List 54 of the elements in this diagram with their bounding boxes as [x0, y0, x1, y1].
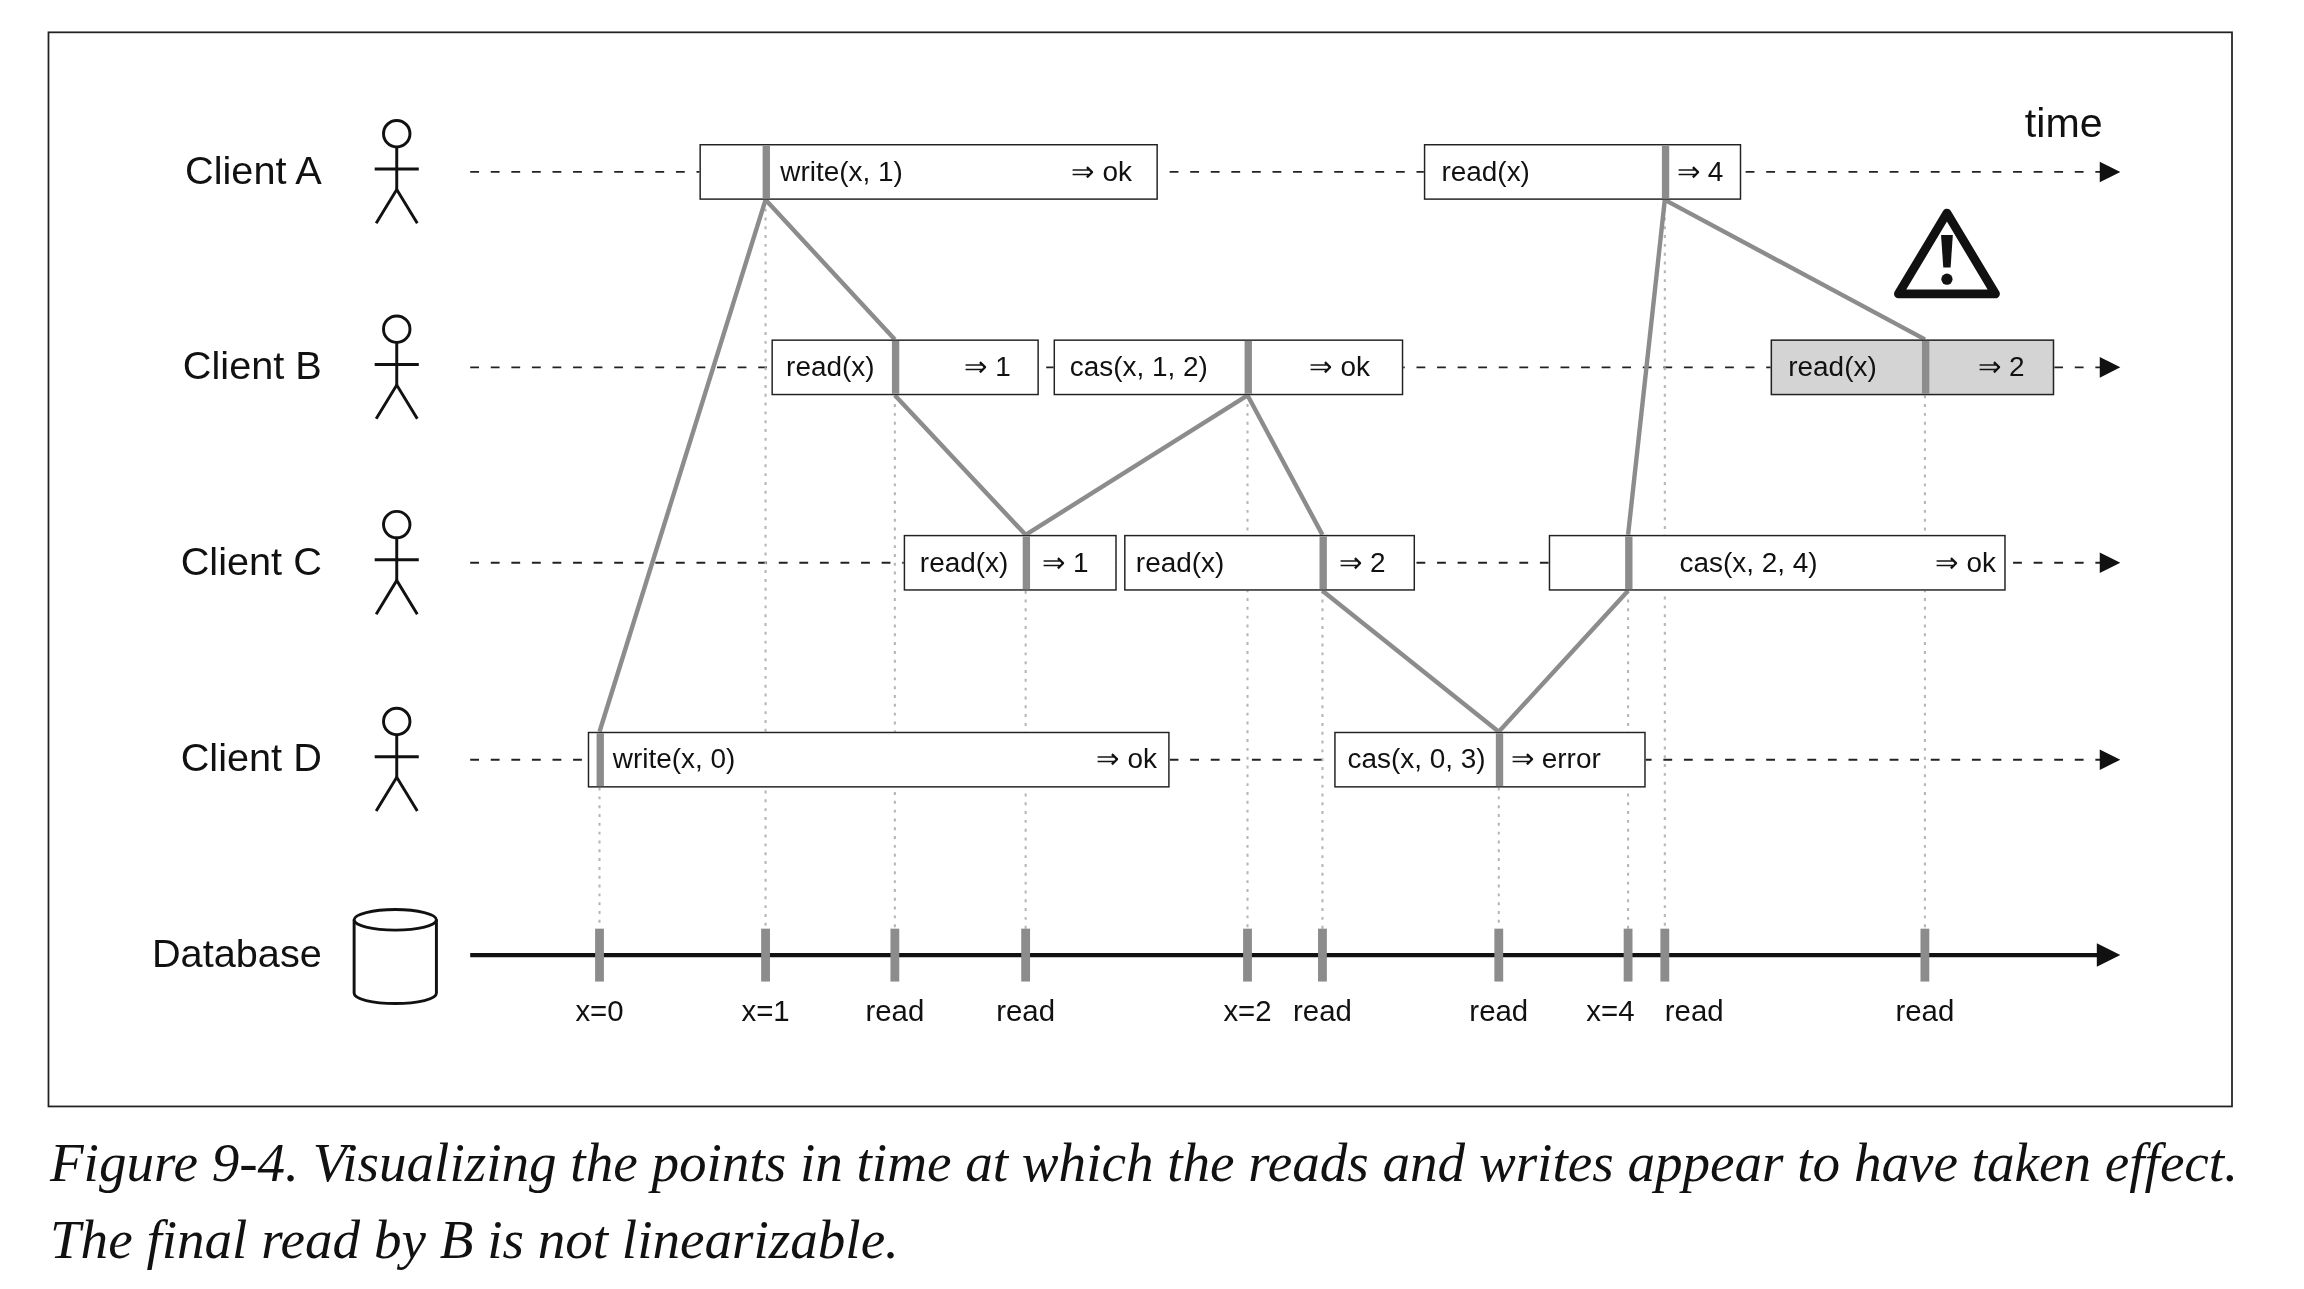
- tick-label: read: [1895, 993, 1955, 1029]
- operation-text: cas(x, 1, 2): [1069, 350, 1208, 385]
- tick-label: x=1: [741, 993, 790, 1029]
- operation-box: [1053, 339, 1404, 396]
- tick-label: x=0: [575, 993, 624, 1029]
- operation-text: read(x): [1135, 545, 1225, 580]
- operation-text: cas(x, 2, 4): [1679, 545, 1818, 580]
- connector-line: [597, 199, 768, 733]
- tick-label: x=2: [1223, 993, 1272, 1029]
- operation-box: [1548, 534, 2006, 591]
- operation-box: [903, 534, 1117, 591]
- operation-box: [1124, 534, 1415, 591]
- axis-label: time: [2024, 99, 2103, 147]
- tick-label: x=4: [1586, 993, 1635, 1029]
- operation-box: [1770, 339, 2055, 396]
- operation-box: [699, 144, 1158, 200]
- operation-box: [1423, 144, 1742, 200]
- client-label: Database: [151, 930, 322, 978]
- operation-box: [1334, 731, 1646, 788]
- result-text: ⇒ 1: [963, 350, 1011, 385]
- client-label: Client C: [180, 537, 322, 585]
- connector-line: [893, 393, 1028, 537]
- operation-text: read(x): [919, 545, 1009, 580]
- client-label: Client A: [185, 146, 322, 194]
- tick-label: read: [865, 993, 925, 1029]
- operation-text: write(x, 0): [612, 742, 736, 777]
- operation-text: write(x, 1): [780, 154, 903, 189]
- result-text: ⇒ ok: [1309, 350, 1370, 385]
- connector-line: [1497, 589, 1630, 734]
- connector-line: [1024, 393, 1249, 537]
- client-label: Client D: [180, 734, 322, 782]
- result-text: ⇒ 2: [1338, 545, 1386, 580]
- figure-caption: Figure 9-4. Visualizing the points in time at which the reads and writes appear to have taken effect. The final read by B is not linearizable.: [49, 1131, 2239, 1272]
- result-text: ⇒ ok: [1096, 742, 1157, 777]
- operation-text: read(x): [1441, 154, 1530, 189]
- operation-text: cas(x, 0, 3): [1347, 742, 1486, 777]
- client-label: Client B: [182, 342, 322, 390]
- operation-text: read(x): [1788, 350, 1877, 385]
- tick-label: read: [996, 993, 1056, 1029]
- operation-text: read(x): [786, 350, 875, 385]
- result-text: ⇒ 4: [1676, 154, 1724, 189]
- tick-label: read: [1293, 993, 1352, 1029]
- connector-line: [1245, 394, 1325, 536]
- connector-line: [1625, 199, 1667, 536]
- result-text: ⇒ ok: [1071, 154, 1132, 189]
- result-text: ⇒ ok: [1935, 545, 1996, 580]
- tick-label: read: [1469, 993, 1529, 1029]
- result-text: ⇒ 2: [1977, 350, 2025, 385]
- tick-label: read: [1664, 993, 1724, 1029]
- operation-box: [587, 731, 1170, 788]
- connector-line: [763, 198, 897, 341]
- operation-box: [771, 339, 1039, 396]
- result-text: ⇒ 1: [1041, 545, 1089, 580]
- result-text: ⇒ error: [1510, 742, 1601, 777]
